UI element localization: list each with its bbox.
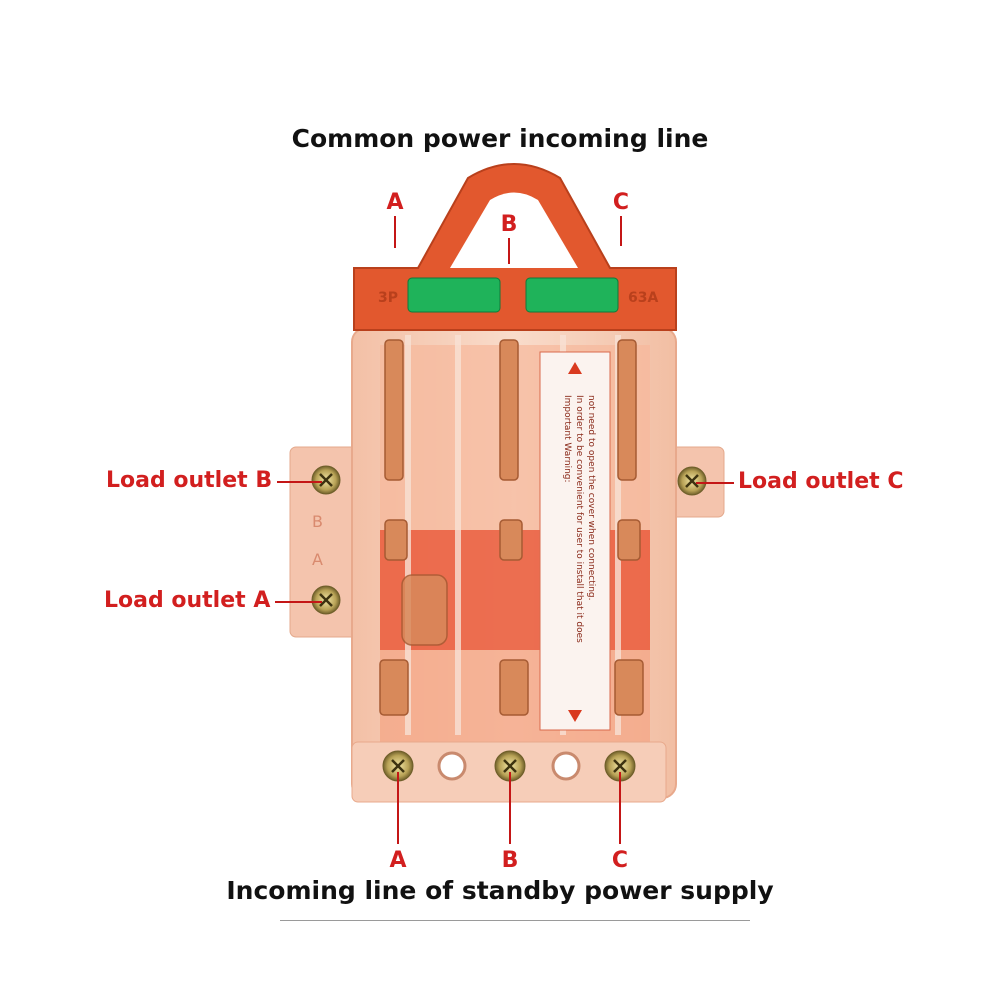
load-outlet-a-label: Load outlet A xyxy=(104,588,271,613)
warning-line-2: not need to open the cover when connecti… xyxy=(586,395,596,601)
bottom-phase-b: B xyxy=(501,848,519,873)
bottom-leader-c xyxy=(619,772,621,844)
handle-opening xyxy=(450,192,578,268)
warning-line-1: In order to be convenient for user to in… xyxy=(574,395,584,643)
top-phase-b: B xyxy=(500,212,518,237)
side-letter-b: B xyxy=(312,512,323,531)
top-title: Common power incoming line xyxy=(291,124,709,153)
load-outlet-b-leader xyxy=(277,481,322,483)
top-leader-c xyxy=(620,216,622,246)
load-outlet-a-leader xyxy=(275,601,322,603)
load-outlet-b-label: Load outlet B xyxy=(106,468,273,493)
bottom-phase-a: A xyxy=(389,848,407,873)
indicator-right xyxy=(525,277,619,313)
mount-hole-right xyxy=(551,751,581,781)
warning-label xyxy=(539,351,611,731)
side-letter-a: A xyxy=(312,550,323,569)
indicator-left xyxy=(407,277,501,313)
top-phase-a: A xyxy=(386,190,404,215)
mount-hole-left xyxy=(437,751,467,781)
bottom-title: Incoming line of standby power supply xyxy=(226,876,774,905)
rating-mark: 63A xyxy=(628,290,658,306)
top-leader-a xyxy=(394,216,396,248)
load-outlet-c-label: Load outlet C xyxy=(738,469,904,494)
terminal-screws xyxy=(311,465,707,782)
top-phase-c: C xyxy=(612,190,630,215)
bottom-phase-c: C xyxy=(611,848,629,873)
bottom-divider xyxy=(280,920,750,921)
pole-mark: 3P xyxy=(378,290,398,306)
bottom-leader-a xyxy=(397,772,399,844)
warning-title: Important Warning: xyxy=(562,395,572,483)
copper-contacts xyxy=(379,339,644,716)
bottom-leader-b xyxy=(509,772,511,844)
load-outlet-c-leader xyxy=(696,482,734,484)
top-leader-b xyxy=(508,238,510,264)
